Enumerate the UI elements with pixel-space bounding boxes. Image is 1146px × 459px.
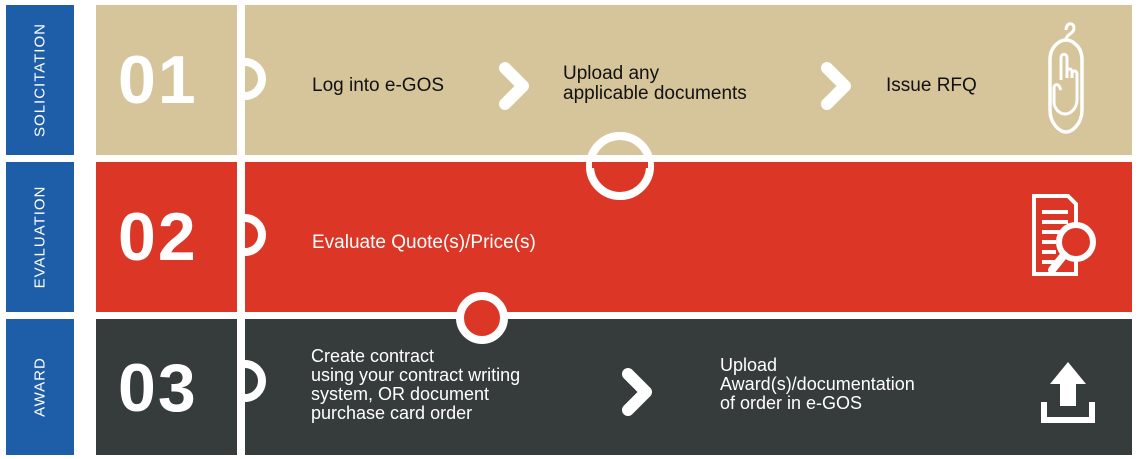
step-issue-rfq: Issue RFQ	[886, 75, 977, 96]
chevron-2	[821, 62, 851, 110]
puzzle-tab-award	[456, 292, 508, 344]
chevron-3	[622, 368, 652, 416]
step-evaluate-quotes: Evaluate Quote(s)/Price(s)	[312, 232, 536, 253]
stage-number: 01	[118, 42, 198, 118]
separator-2	[96, 312, 1132, 319]
step-create-contract: Create contract using your contract writ…	[311, 346, 521, 423]
step-upload-documents: Upload any applicable documents	[563, 63, 747, 104]
puzzle-bump-1	[244, 58, 266, 100]
step-upload-award: Upload Award(s)/documentation of order i…	[720, 355, 915, 413]
puzzle-bump-2	[244, 214, 266, 256]
document-magnifier-icon	[1032, 194, 1096, 276]
band-solicitation	[96, 5, 1132, 155]
chevron-1	[499, 62, 529, 110]
puzzle-bump-3	[244, 360, 266, 402]
stage-number: 03	[118, 350, 198, 426]
connector-line	[237, 0, 245, 459]
upload-icon	[1041, 362, 1095, 423]
band-award	[96, 319, 1132, 455]
side-label-award: AWARD	[6, 319, 74, 455]
side-label-solicitation: SOLICITATION	[6, 5, 74, 155]
step-log-into-egos: Log into e-GOS	[312, 75, 445, 96]
hand-pointer-mouse-icon	[1048, 22, 1084, 134]
stage-number: 02	[118, 199, 198, 275]
side-label-evaluation: EVALUATION	[6, 162, 74, 312]
